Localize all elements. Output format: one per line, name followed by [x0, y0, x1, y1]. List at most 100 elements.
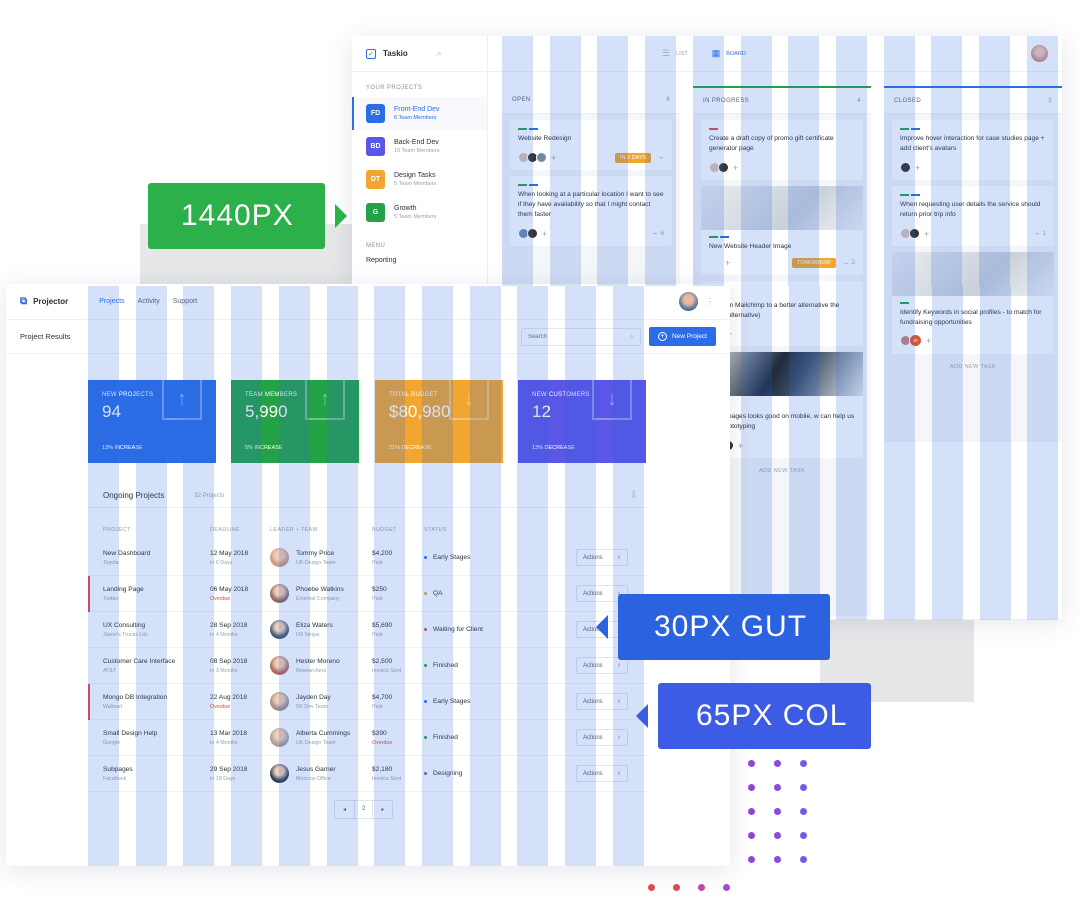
task-meta: +	[900, 162, 1046, 173]
arrow-up-icon: ↑	[162, 380, 202, 420]
more-icon[interactable]: ⋮	[706, 297, 714, 306]
add-member-icon[interactable]: +	[551, 152, 557, 163]
project-name: Customer Care Interface	[103, 657, 176, 665]
nav-projects[interactable]: Projects	[99, 298, 125, 305]
task-meta: +	[709, 329, 855, 339]
board-view-icon[interactable]: ▦	[711, 48, 721, 58]
user-avatar[interactable]	[1031, 45, 1048, 62]
actions-dropdown[interactable]: Actions⇕	[576, 765, 628, 782]
budget-amount: $5,690	[372, 621, 393, 629]
task-card[interactable]: Create a draft copy of promo gift certif…	[701, 120, 863, 180]
select-arrows-icon: ⇕	[616, 698, 621, 705]
status-label: Waiting for Client	[433, 626, 483, 633]
add-member-icon[interactable]: +	[926, 335, 932, 346]
add-task-button[interactable]: ADD NEW TASK	[758, 468, 806, 474]
add-member-icon[interactable]: +	[738, 440, 744, 451]
due-badge: TOMORROW	[792, 258, 836, 268]
task-card[interactable]: Identify Keywords in social profiles - t…	[892, 252, 1054, 354]
add-member-icon[interactable]: +	[915, 162, 921, 173]
menu-item-reporting[interactable]: Reporting	[366, 257, 397, 264]
column-count: 4	[857, 97, 861, 104]
nav-support[interactable]: Support	[172, 298, 198, 305]
prev-page-button[interactable]: ◂	[343, 807, 347, 813]
user-avatar[interactable]	[679, 292, 698, 311]
kpi-label: TOTAL BUDGET	[389, 392, 438, 398]
new-project-button[interactable]: + New Project	[648, 327, 716, 346]
task-title: Website Redesign	[518, 135, 572, 142]
leader-avatar	[270, 764, 289, 783]
column-count: 3	[1048, 97, 1052, 104]
task-card[interactable]: Website Redesign + IN 2 DAYS ⌁	[510, 120, 672, 170]
arrow-up-icon: ↑	[305, 380, 345, 420]
kpi-label: NEW CUSTOMERS	[532, 392, 590, 398]
arrow-down-icon: ↓	[449, 380, 489, 420]
leader-avatar	[270, 692, 289, 711]
kpi-new-projects: ↑ NEW PROJECTS 94 13% INCREASE	[88, 380, 216, 463]
project-avatar: BD	[366, 137, 385, 156]
task-card[interactable]: Improve hover interaction for case studi…	[892, 120, 1054, 180]
download-icon[interactable]: ⇩	[629, 490, 638, 501]
board-view-tab[interactable]: BOARD	[726, 50, 746, 57]
add-task-button[interactable]: ADD NEW TASK	[949, 364, 997, 370]
overdue-flag	[88, 684, 90, 720]
add-member-icon[interactable]: +	[725, 258, 731, 268]
actions-dropdown[interactable]: Actions⇕	[576, 729, 628, 746]
project-client: Google	[103, 739, 121, 746]
status-label: Early Stages	[433, 698, 471, 705]
project-client: AT&T	[103, 667, 117, 674]
kpi-new-customers: ↓ NEW CUSTOMERS 12 13% DECREASE	[518, 380, 646, 463]
deadline-relative: Overdue	[210, 595, 231, 602]
attachment-count: 2	[851, 260, 855, 266]
task-tags	[709, 128, 855, 130]
deadline-relative: Overdue	[210, 703, 231, 710]
projects-table: PROJECT DEADLINE LEADER + TEAM BUDGET ST…	[88, 520, 648, 792]
search-input[interactable]	[527, 333, 618, 340]
checkbox-logo-icon: ✓	[366, 48, 376, 59]
actions-label: Actions	[583, 554, 603, 561]
column-count: 6	[666, 96, 670, 103]
add-member-icon[interactable]: +	[924, 228, 930, 239]
page-number[interactable]: 2	[354, 801, 374, 818]
deadline-relative: In 3 Months	[210, 667, 238, 674]
search-box[interactable]: ⌕	[520, 327, 641, 346]
status-dot	[424, 628, 427, 631]
budget-amount: $4,700	[372, 693, 393, 701]
list-view-icon[interactable]: ☰	[662, 48, 671, 58]
kpi-delta: 5% INCREASE	[245, 445, 283, 451]
status-label: Finished	[433, 662, 458, 669]
add-member-icon[interactable]: +	[733, 162, 739, 173]
actions-dropdown[interactable]: Actions⇕	[576, 657, 628, 674]
next-page-button[interactable]: ▸	[381, 807, 385, 813]
cell-status: QA	[424, 590, 554, 597]
actions-dropdown[interactable]: Actions⇕	[576, 549, 628, 566]
search-icon[interactable]: ⌕	[436, 48, 442, 58]
actions-dropdown[interactable]: Actions⇕	[576, 693, 628, 710]
status-dot	[424, 736, 427, 739]
your-projects-heading: YOUR PROJECTS	[366, 85, 423, 91]
nav-activity[interactable]: Activity	[137, 298, 160, 305]
add-member-icon[interactable]: +	[542, 228, 548, 239]
task-card[interactable]: When looking at a particular location I …	[510, 176, 672, 246]
col-leader: LEADER + TEAM	[270, 527, 318, 533]
list-view-tab[interactable]: LIST	[676, 50, 688, 57]
deadline-relative: In 4 Months	[210, 739, 238, 746]
attachment-icon: ⌁	[1034, 229, 1040, 238]
task-card[interactable]: When requesting user details the service…	[892, 186, 1054, 246]
task-card[interactable]: New Website Header Image + TOMORROW ⌁ 2	[701, 186, 863, 275]
